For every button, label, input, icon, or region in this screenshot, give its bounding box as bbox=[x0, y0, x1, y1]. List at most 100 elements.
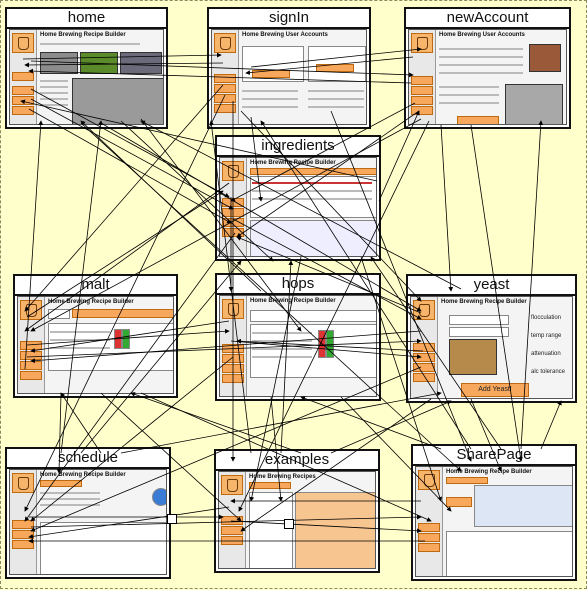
attenuation-label: attenuation bbox=[531, 351, 561, 357]
app-title: Home Brewing Recipes bbox=[249, 474, 316, 480]
app-title: Home Brewing Recipe Builder bbox=[40, 472, 126, 478]
red-indicator bbox=[318, 330, 326, 358]
green-hops-photo bbox=[80, 52, 118, 74]
nav-button bbox=[222, 228, 244, 237]
screen-yeast: yeast Home Brewing Recipe Builder floccu… bbox=[406, 274, 577, 403]
screen-malt: malt Home Brewing Recipe Builder bbox=[13, 274, 178, 398]
share-form bbox=[474, 485, 572, 527]
form-field bbox=[439, 64, 523, 66]
arrow bbox=[130, 392, 302, 454]
sidebar bbox=[411, 297, 438, 398]
text-line bbox=[308, 98, 364, 100]
screen-title: schedule bbox=[7, 449, 169, 469]
beer-logo-icon bbox=[20, 300, 42, 320]
nav-button bbox=[214, 84, 236, 93]
nav-button bbox=[12, 96, 34, 105]
nav-button bbox=[20, 361, 42, 370]
nav-button bbox=[413, 373, 435, 382]
arrow bbox=[540, 400, 562, 450]
yeast-photo bbox=[449, 339, 497, 375]
red-indicator bbox=[114, 329, 122, 349]
beer-logo-icon bbox=[214, 33, 236, 53]
pie-chart bbox=[152, 488, 166, 506]
screen-newaccount: newAccount Home Brewing User Accounts bbox=[404, 7, 571, 129]
summary-panel bbox=[250, 220, 376, 256]
arrow bbox=[300, 396, 442, 450]
form-field bbox=[439, 48, 523, 50]
table-row bbox=[50, 347, 110, 349]
tab-strip bbox=[250, 168, 376, 175]
nav-button bbox=[221, 536, 243, 545]
sidebar bbox=[18, 297, 45, 393]
style-list bbox=[249, 492, 293, 568]
nav-button bbox=[221, 516, 243, 525]
text-line bbox=[308, 106, 364, 108]
sidebar bbox=[409, 30, 436, 124]
sign-in-button bbox=[252, 70, 290, 78]
yeast-variety-select bbox=[449, 315, 509, 325]
screen-schedule: schedule Home Brewing Recipe Builder bbox=[5, 447, 171, 579]
screen-home: home Home Brewing Recipe Builder bbox=[5, 7, 168, 129]
screen-mockup: Home Brewing User Accounts bbox=[211, 29, 367, 125]
screen-sharepage: SharePage Home Brewing Recipe Builder bbox=[411, 444, 577, 581]
screen-signin: signIn Home Brewing User Accounts bbox=[207, 7, 371, 129]
beer-logo-icon bbox=[413, 300, 435, 320]
screen-title: malt bbox=[15, 276, 176, 296]
screen-title: signIn bbox=[209, 9, 369, 29]
nav-button bbox=[221, 526, 243, 535]
app-title: Home Brewing Recipe Builder bbox=[446, 469, 532, 475]
nav-button bbox=[411, 76, 433, 85]
flocculation-label: flocculation bbox=[531, 315, 562, 321]
nav-button bbox=[222, 208, 244, 217]
sidebar bbox=[416, 467, 443, 576]
submit-button bbox=[457, 116, 499, 124]
brewing-schedule-chart bbox=[40, 522, 166, 574]
screen-mockup: Home Brewing Recipe Builder bbox=[9, 469, 167, 575]
app-title: Home Brewing User Accounts bbox=[242, 32, 328, 38]
nav-button bbox=[214, 94, 236, 103]
connector-junction bbox=[284, 519, 294, 529]
screen-title: home bbox=[7, 9, 166, 29]
temp-range-label: temp range bbox=[531, 333, 562, 339]
nav-button bbox=[12, 72, 34, 81]
breadcrumb bbox=[446, 477, 488, 484]
connector-junction bbox=[167, 514, 177, 524]
nav-button bbox=[413, 353, 435, 362]
form-field bbox=[439, 94, 499, 96]
brewery-photo bbox=[72, 78, 163, 124]
brew-kettle-photo bbox=[505, 84, 563, 124]
nav-button bbox=[12, 540, 34, 549]
nav-button bbox=[222, 344, 244, 353]
app-title: Home Brewing User Accounts bbox=[439, 32, 525, 38]
arrow bbox=[440, 124, 454, 292]
app-title: Home Brewing Recipe Builder bbox=[40, 32, 126, 38]
schedule-parameters bbox=[40, 504, 100, 506]
nav-button bbox=[222, 374, 244, 383]
nav-button bbox=[411, 86, 433, 95]
green-indicator bbox=[122, 329, 130, 349]
nav-button bbox=[12, 106, 34, 115]
form-field bbox=[439, 86, 499, 88]
nav-button bbox=[222, 354, 244, 363]
sidebar bbox=[10, 30, 37, 124]
tab-row bbox=[250, 310, 376, 322]
screen-mockup: Home Brewing Recipe Builder bbox=[219, 295, 377, 397]
screen-mockup: Home Brewing User Accounts bbox=[408, 29, 567, 125]
table-row bbox=[252, 332, 312, 334]
sidebar bbox=[220, 296, 247, 396]
screen-title: examples bbox=[216, 451, 378, 471]
form-field bbox=[439, 56, 523, 58]
screen-title: newAccount bbox=[406, 9, 569, 29]
nav-button bbox=[418, 523, 440, 532]
arrow bbox=[120, 391, 442, 454]
breadcrumb bbox=[249, 482, 291, 489]
table-row bbox=[252, 356, 312, 358]
nav-button bbox=[12, 86, 34, 95]
nav-button bbox=[12, 520, 34, 529]
screen-ingredients: ingredients Home Brewing Recipe Builder bbox=[215, 135, 381, 261]
recipe-text bbox=[295, 492, 375, 568]
text-line bbox=[242, 106, 298, 108]
screen-hops: hops Home Brewing Recipe Builder bbox=[215, 273, 381, 401]
schedule-parameters bbox=[40, 498, 100, 500]
table-row bbox=[252, 198, 372, 200]
